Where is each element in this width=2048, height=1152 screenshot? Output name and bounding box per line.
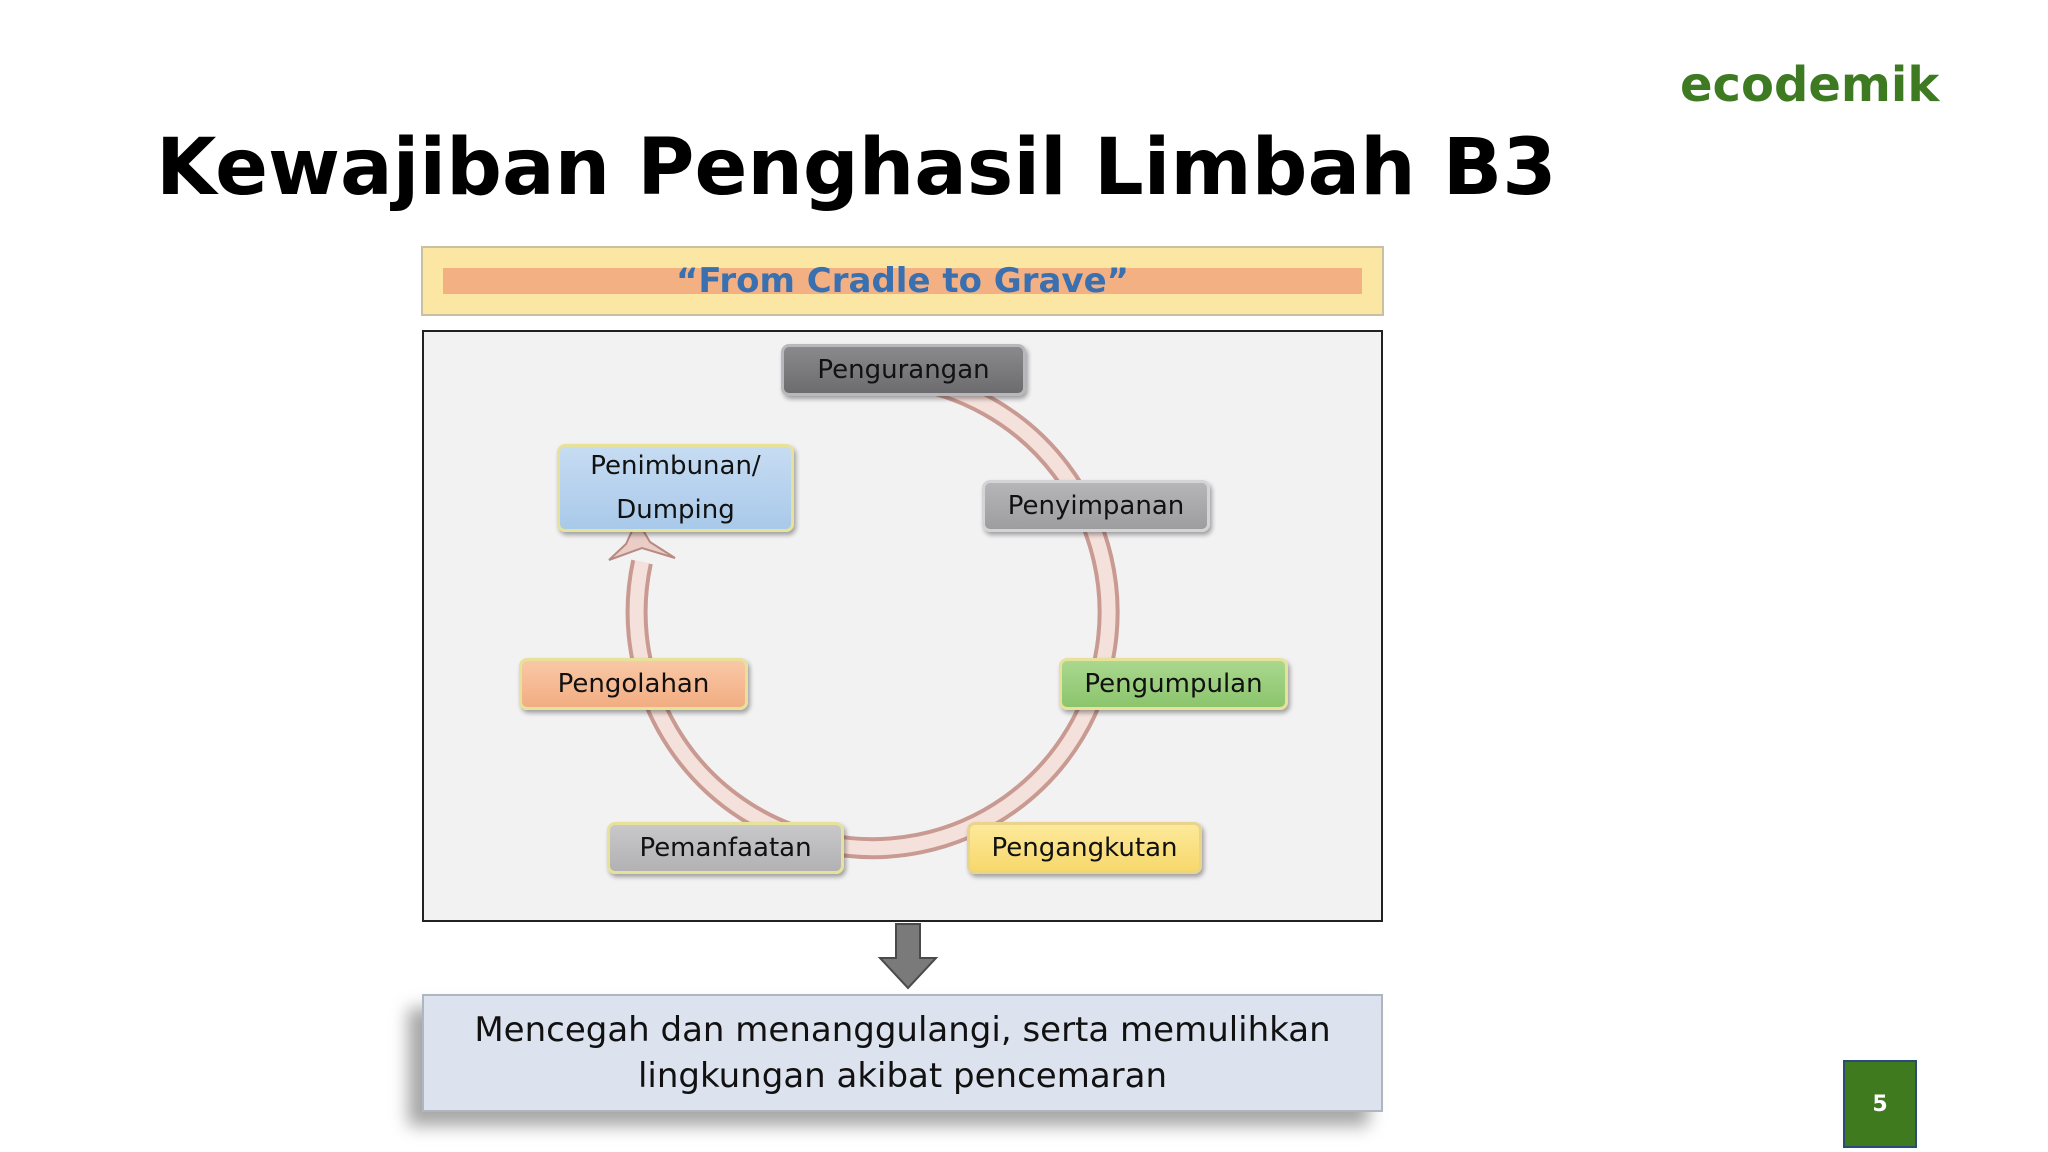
cycle-arc-highlight	[629, 371, 1116, 856]
stage-pengurangan-label: Pengurangan	[817, 355, 990, 385]
waste-cycle-diagram: Pengurangan Penyimpanan Pengumpulan Peng…	[422, 330, 1383, 922]
down-arrow-icon	[877, 923, 939, 990]
ecodemik-logo: ecodemik	[1680, 57, 1940, 113]
stage-penyimpanan: Penyimpanan	[982, 480, 1210, 532]
stage-penimbunan-label-line2: Dumping	[616, 495, 735, 525]
stage-pengumpulan: Pengumpulan	[1059, 658, 1288, 710]
page-number: 5	[1843, 1060, 1917, 1148]
stage-pengolahan: Pengolahan	[519, 658, 748, 710]
stage-pemanfaatan-label: Pemanfaatan	[639, 833, 812, 863]
banner-text: “From Cradle to Grave”	[676, 261, 1129, 301]
stage-pengumpulan-label: Pengumpulan	[1084, 669, 1263, 699]
stage-penimbunan: Penimbunan/ Dumping	[557, 444, 794, 532]
stage-pengolahan-label: Pengolahan	[557, 669, 710, 699]
result-line-1: Mencegah dan menanggulangi, serta memuli…	[474, 1010, 1331, 1050]
cradle-to-grave-banner: “From Cradle to Grave”	[421, 246, 1384, 316]
slide-title: Kewajiban Penghasil Limbah B3	[156, 123, 1557, 213]
stage-pengangkutan: Pengangkutan	[967, 822, 1202, 874]
result-box: Mencegah dan menanggulangi, serta memuli…	[422, 994, 1383, 1112]
result-line-2: lingkungan akibat pencemaran	[637, 1056, 1168, 1096]
stage-pengurangan: Pengurangan	[781, 344, 1026, 396]
cycle-ring	[608, 367, 1120, 860]
stage-penimbunan-label-line1: Penimbunan/	[590, 451, 761, 481]
banner-stripe	[443, 268, 1362, 294]
stage-pengangkutan-label: Pengangkutan	[991, 833, 1178, 863]
stage-penyimpanan-label: Penyimpanan	[1007, 491, 1185, 521]
stage-pemanfaatan: Pemanfaatan	[607, 822, 844, 874]
cycle-arrowhead	[608, 517, 676, 561]
